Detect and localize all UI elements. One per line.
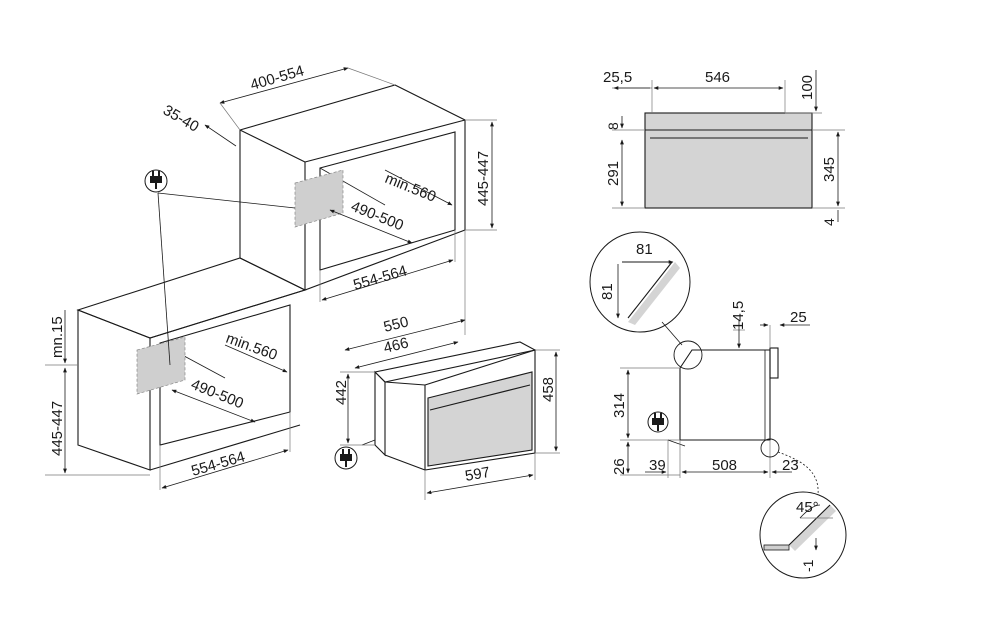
label-depth-niche: 400-554: [248, 62, 306, 94]
label-depth-total: 550: [382, 313, 410, 336]
column-cabinet: 400-554 35-40 445-447 min.560 490-500 55…: [160, 62, 497, 302]
label-height-niche-undercounter: 445-447: [49, 401, 66, 456]
label-side-depth: 546: [705, 69, 730, 86]
side-view: 25,5 546 100 8 291 345 4: [603, 69, 845, 226]
label-detail-width: 81: [636, 241, 653, 258]
label-width-niche-undercounter: 554-564: [189, 448, 247, 480]
socket-zone-lower: [136, 336, 186, 395]
label-back-gap: 35-40: [160, 102, 202, 136]
label-tolerance: -1: [800, 559, 816, 572]
label-front-offset: 25,5: [603, 69, 632, 86]
label-inner-width: 508: [712, 457, 737, 474]
label-total-height: 345: [821, 157, 838, 182]
label-left-offset: 39: [649, 457, 666, 474]
plug-icon: [150, 171, 162, 189]
label-min-gap: mn.15: [49, 316, 66, 358]
label-width-niche-column: 554-564: [351, 262, 409, 294]
label-top-offset: 100: [799, 75, 816, 100]
label-depth-body: 466: [382, 334, 410, 357]
label-bottom-offset: 4: [821, 218, 837, 226]
section-view: 81 81 14,5 25 314 26: [589, 231, 847, 579]
label-body-height: 291: [605, 161, 622, 186]
label-bottom-height: 26: [611, 458, 628, 475]
label-top-gap: 14,5: [730, 301, 747, 330]
plug-icon: [652, 413, 664, 431]
label-height-body: 442: [333, 380, 350, 405]
label-panel-top: 8: [605, 122, 621, 130]
label-depth-inner-undercounter: 490-500: [189, 376, 246, 412]
label-width-front: 597: [464, 464, 492, 485]
plug-icon: [340, 449, 352, 467]
label-height-niche-column: 445-447: [475, 151, 492, 206]
label-inner-height: 314: [611, 393, 628, 418]
label-height-front: 458: [540, 377, 557, 402]
label-side-gap: 25: [790, 309, 807, 326]
label-right-offset: 23: [782, 457, 799, 474]
label-min-depth-column: min.560: [383, 170, 439, 206]
appliance-3d: 550 466 442 458 597: [333, 230, 560, 500]
label-angle: 45°: [796, 499, 819, 516]
undercounter-cabinet: mn.15 445-447 min.560 490-500 554-564: [45, 257, 307, 490]
plug-callout: [144, 169, 296, 366]
label-min-depth-undercounter: min.560: [224, 330, 280, 364]
label-detail-height: 81: [599, 283, 616, 300]
socket-zone: [294, 169, 344, 228]
